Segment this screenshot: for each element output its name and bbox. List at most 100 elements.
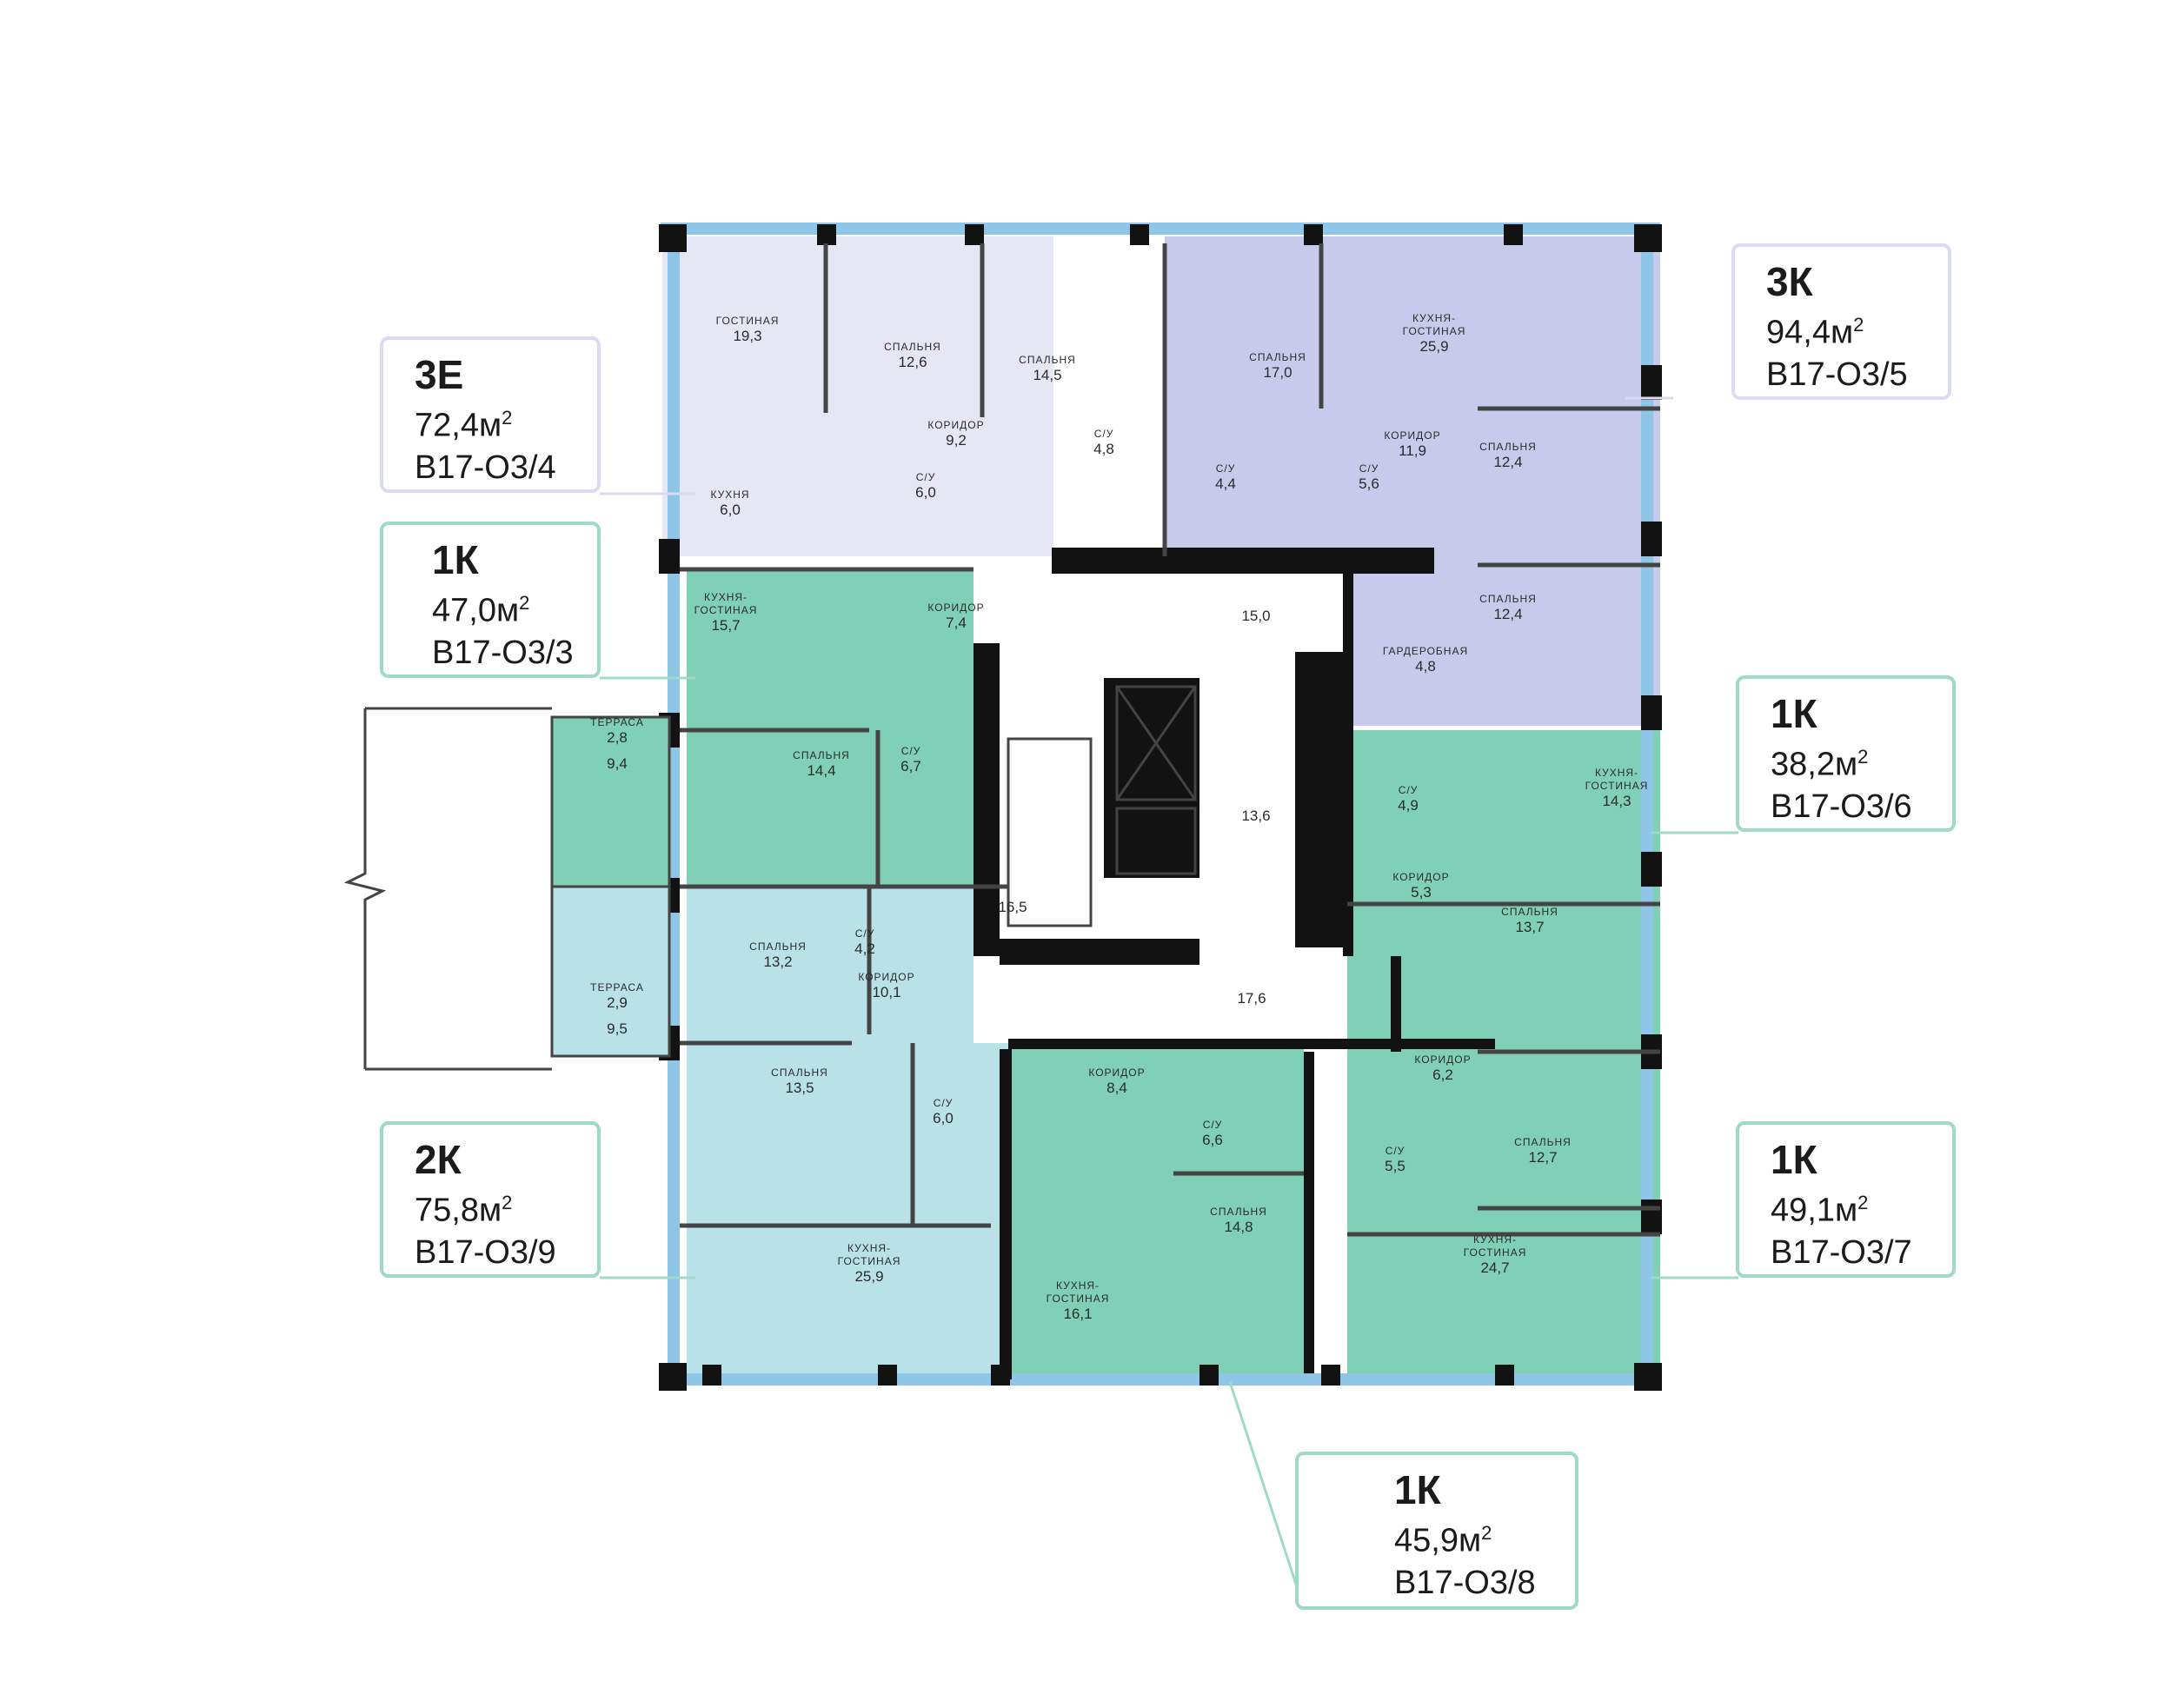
room-area: 11,9 [1399,442,1426,459]
room-label: ГОСТИНАЯ [1047,1293,1110,1305]
apartment-code: 2К [415,1137,462,1182]
room-area: 4,4 [1215,475,1236,492]
room-label: КУХНЯ- [1595,767,1638,779]
leader-lines [600,396,1738,1609]
room-label: СПАЛЬНЯ [1210,1206,1267,1218]
room-label: СПАЛЬНЯ [1514,1136,1572,1148]
room-area: 12,4 [1493,606,1522,622]
room-area: 17,6 [1237,990,1266,1007]
room-label: ГОСТИНАЯ [1403,325,1466,337]
room-label: КОРИДОР [1414,1053,1471,1066]
room-area: 12,6 [898,354,927,370]
room-label: КОРИДОР [1384,429,1440,442]
room-area: 6,7 [900,758,921,774]
room-label: КУХНЯ- [1412,312,1456,324]
room-label: СПАЛЬНЯ [771,1067,828,1079]
room-label: СПАЛЬНЯ [1019,354,1076,366]
room-area: 14,8 [1224,1219,1253,1235]
room-label: ГОСТИНАЯ [694,604,758,616]
room-label: СПАЛЬНЯ [1479,441,1537,453]
room-area: 2,9 [607,994,628,1011]
room-area: 9,2 [946,432,967,449]
room-label: ГОСТИНАЯ [838,1255,901,1267]
room-label: КУХНЯ- [847,1242,891,1254]
room-label: С/У [934,1097,954,1109]
room-area: 14,3 [1602,793,1631,809]
room-label: С/У [1203,1119,1223,1131]
room-label: КОРИДОР [858,971,914,983]
room-label: СПАЛЬНЯ [1501,906,1558,918]
room-label: СПАЛЬНЯ [884,341,941,353]
apartment-area: 94,4м2 [1766,314,1864,351]
callout-apartment-3-4[interactable]: 3Е 72,4м2 В17-О3/4 [380,336,601,493]
apartment-lot: В17-О3/6 [1771,788,1912,825]
room-area: 7,4 [946,615,967,631]
room-area: 13,2 [763,954,792,970]
apartment-area: 72,4м2 [415,407,513,444]
room-area: 14,4 [807,762,835,779]
room-area: 25,9 [854,1268,883,1285]
core [1007,685,1197,927]
apartment-lot: В17-О3/3 [432,634,574,671]
room-label: С/У [1399,784,1419,796]
room-area: 12,7 [1528,1149,1557,1166]
callout-apartment-3-9[interactable]: 2К 75,8м2 В17-О3/9 [380,1121,601,1278]
room-area: 10,1 [872,984,900,1000]
room-area: 6,0 [933,1110,954,1126]
room-area: 14,5 [1033,367,1061,383]
room-label: ГОСТИНАЯ [1585,780,1649,792]
callout-apartment-3-5[interactable]: 3К 94,4м2 В17-О3/5 [1731,243,1951,400]
room-area: 6,2 [1432,1067,1453,1083]
apartment-lot: В17-О3/5 [1766,356,1908,393]
room-label: СПАЛЬНЯ [749,940,807,953]
callout-apartment-3-6[interactable]: 1К 38,2м2 В17-О3/6 [1736,675,1956,832]
apartment-code: 1К [1394,1467,1441,1512]
room-label: ГОСТИНАЯ [716,315,780,327]
apartment-area: 38,2м2 [1771,746,1869,783]
room-label: КУХНЯ- [704,591,748,603]
room-area: 4,8 [1415,658,1436,675]
room-area: 24,7 [1480,1259,1509,1276]
room-area: 5,3 [1411,884,1432,901]
apartment-code: 3Е [415,352,464,397]
room-area: 4,2 [854,940,875,957]
apartment-code: 1К [1771,1137,1817,1182]
room-label: С/У [901,745,921,757]
room-area: 19,3 [733,328,761,344]
room-label: ТЕРРАСА [590,716,644,728]
apartment-area: 45,9м2 [1394,1522,1492,1559]
room-area: 9,4 [607,755,628,772]
room-label: ГАРДЕРОБНАЯ [1383,645,1468,657]
terraces [343,707,671,1071]
callout-apartment-3-3[interactable]: 1К 47,0м2 В17-О3/3 [380,522,601,678]
partitions [680,243,1660,1237]
callout-apartment-3-7[interactable]: 1К 49,1м2 В17-О3/7 [1736,1121,1956,1278]
room-label: ГОСТИНАЯ [1464,1246,1527,1259]
callout-apartment-3-8[interactable]: 1К 45,9м2 В17-О3/8 [1295,1452,1578,1610]
room-area: 25,9 [1419,338,1448,355]
apartment-area: 49,1м2 [1771,1192,1869,1229]
room-label: КОРИДОР [927,601,984,614]
room-label: С/У [916,471,936,483]
apartment-area: 47,0м2 [432,592,530,629]
windows [661,223,1660,1386]
room-area: 13,5 [785,1080,814,1096]
room-label: КУХНЯ- [1056,1279,1100,1292]
room-label: СПАЛЬНЯ [1249,351,1306,363]
room-label: С/У [1216,462,1236,475]
apartment-lot: В17-О3/7 [1771,1233,1912,1271]
room-area: 5,6 [1359,475,1379,492]
room-label: КУХНЯ [710,488,749,501]
apartment-code: 1К [1771,691,1817,736]
room-area: 13,6 [1241,807,1270,824]
room-label: СПАЛЬНЯ [793,749,850,761]
room-area: 4,9 [1398,797,1419,814]
apartment-code: 3К [1766,259,1813,304]
apartment-code: 1К [432,537,479,582]
room-area: 17,0 [1263,364,1292,381]
room-area: 8,4 [1106,1080,1127,1096]
apartment-lot: В17-О3/9 [415,1233,556,1271]
room-area: 13,7 [1515,919,1544,935]
